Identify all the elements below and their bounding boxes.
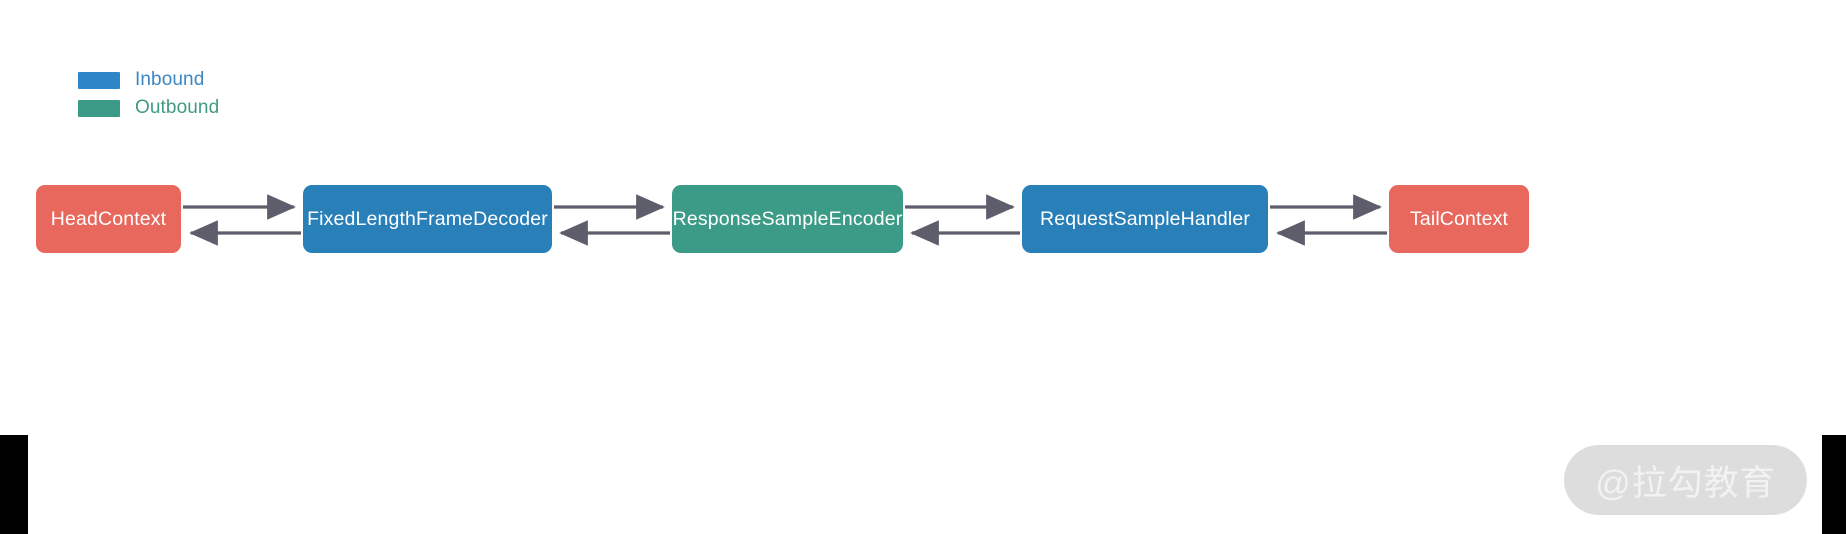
legend-label-inbound: Inbound	[135, 69, 205, 90]
legend-label-outbound: Outbound	[135, 97, 220, 118]
node-label: ResponseSampleEncoder	[672, 207, 903, 230]
legend-item-inbound: Inbound	[78, 66, 219, 94]
legend-item-outbound: Outbound	[78, 94, 219, 122]
node-head-context[interactable]: HeadContext	[36, 185, 181, 253]
node-response-sample-encoder[interactable]: ResponseSampleEncoder	[672, 185, 903, 253]
node-fixed-length-frame-decoder[interactable]: FixedLengthFrameDecoder	[303, 185, 552, 253]
watermark-badge: @拉勾教育	[1564, 445, 1807, 515]
node-tail-context[interactable]: TailContext	[1389, 185, 1529, 253]
bottom-bar-right	[1822, 435, 1846, 534]
node-label: FixedLengthFrameDecoder	[307, 207, 548, 230]
node-label: HeadContext	[50, 207, 167, 230]
legend-swatch-outbound	[78, 99, 120, 117]
watermark-text: @拉勾教育	[1595, 463, 1776, 503]
node-label: RequestSampleHandler	[1039, 207, 1251, 230]
legend: Inbound Outbound	[78, 66, 219, 122]
bottom-bar-left	[0, 435, 28, 534]
node-label: TailContext	[1409, 207, 1509, 230]
legend-swatch-inbound	[78, 71, 120, 89]
node-request-sample-handler[interactable]: RequestSampleHandler	[1022, 185, 1268, 253]
